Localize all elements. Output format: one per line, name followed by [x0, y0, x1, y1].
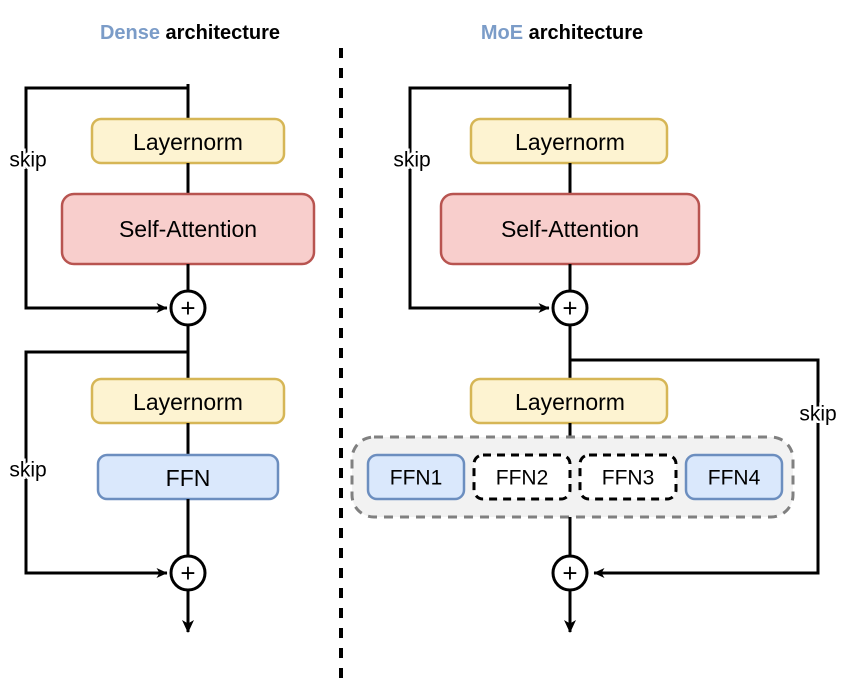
moe-title-rest: architecture [529, 22, 644, 44]
moe-skip-wire-upper [408, 86, 570, 313]
moe-panel-title: MoE architecture [481, 22, 643, 44]
dense-add-node-2-label: + [180, 558, 195, 588]
dense-skip-label-upper: skip [9, 149, 46, 172]
moe-expert-1-label: FFN1 [390, 467, 443, 490]
moe-layernorm-2-label: Layernorm [515, 389, 625, 415]
dense-panel-title: Dense architecture [100, 22, 280, 44]
dense-attention-label: Self-Attention [119, 216, 257, 242]
moe-skip-label-upper: skip [393, 149, 430, 172]
moe-attention-label: Self-Attention [501, 216, 639, 242]
dense-layernorm-2-label: Layernorm [133, 389, 243, 415]
moe-layernorm-1-label: Layernorm [515, 129, 625, 155]
dense-panel: Layernorm Self-Attention + Layernorm FFN [7, 84, 316, 633]
moe-add-node-1-label: + [562, 293, 577, 323]
dense-skip-label-lower: skip [9, 459, 46, 482]
moe-expert-4-box[interactable] [684, 453, 784, 501]
moe-skip-label-lower: skip [799, 403, 836, 426]
dense-layernorm-1-label: Layernorm [133, 129, 243, 155]
moe-expert-item[interactable]: FFN3 [578, 453, 678, 501]
moe-expert-1-box[interactable] [366, 453, 466, 501]
moe-expert-2-label: FFN2 [496, 467, 549, 490]
moe-expert-4-label: FFN4 [708, 467, 761, 490]
moe-expert-item[interactable]: FFN1 [366, 453, 466, 501]
dense-skip-wire-upper [24, 86, 188, 313]
moe-skip-wire-lower [570, 358, 820, 578]
dense-title-accent: Dense [100, 22, 160, 44]
dense-skip-wire-lower [24, 350, 188, 578]
dense-title-rest: architecture [166, 22, 281, 44]
moe-expert-3-box[interactable] [578, 453, 678, 501]
moe-expert-list: FFN1 FFN2 FFN3 FFN4 [366, 453, 784, 501]
moe-expert-item[interactable]: FFN2 [472, 453, 572, 501]
moe-add-node-2-label: + [562, 558, 577, 588]
moe-expert-2-box[interactable] [472, 453, 572, 501]
moe-expert-item[interactable]: FFN4 [684, 453, 784, 501]
moe-title-accent: MoE [481, 22, 523, 44]
moe-panel: Layernorm Self-Attention + Layernorm [350, 84, 839, 633]
dense-ffn-label: FFN [166, 465, 211, 491]
moe-expert-3-label: FFN3 [602, 467, 655, 490]
dense-add-node-1-label: + [180, 293, 195, 323]
